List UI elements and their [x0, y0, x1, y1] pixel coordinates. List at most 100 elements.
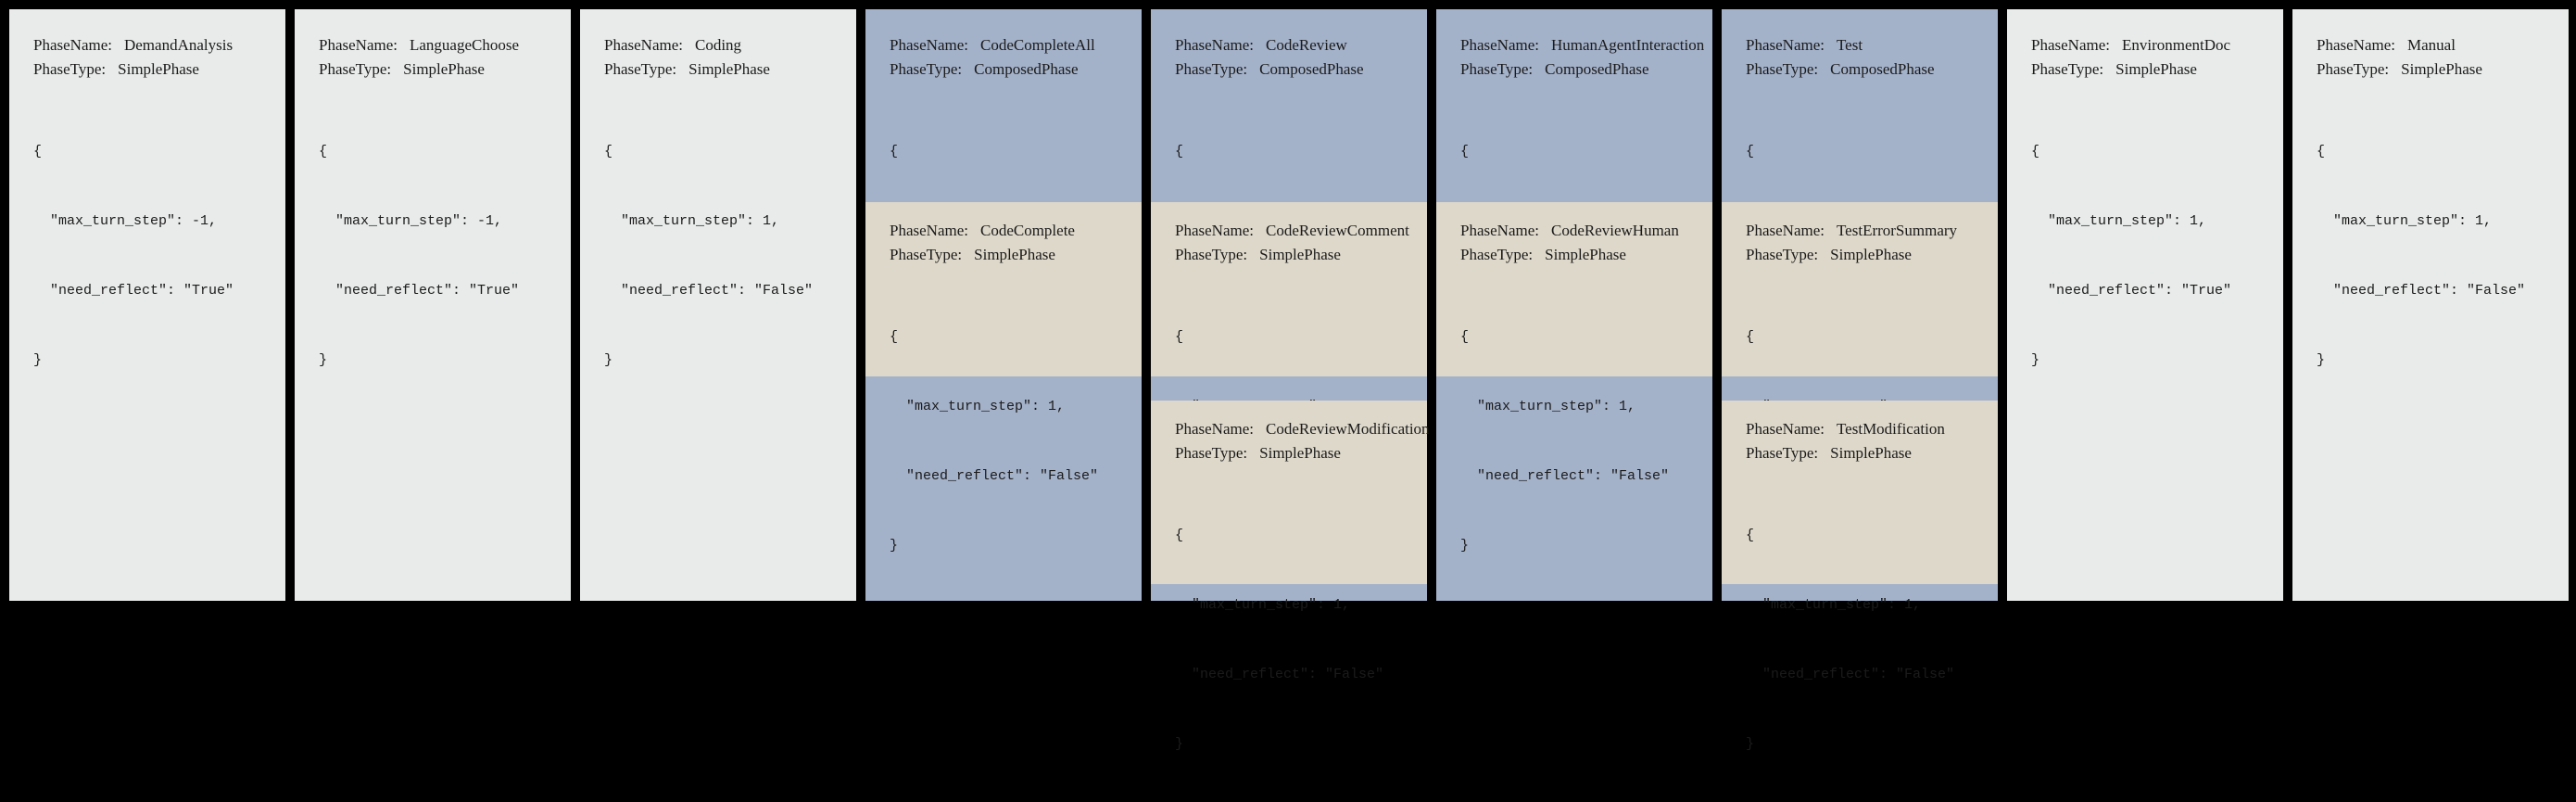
phase-type-value: SimplePhase — [118, 60, 199, 78]
config-line: { — [604, 144, 613, 159]
config-line: { — [890, 144, 899, 159]
phase-type-label: PhaseType: — [1175, 444, 1248, 462]
config-line: "max_turn_step": -1, — [33, 213, 218, 229]
config-line: "need_reflect": "True" — [319, 283, 520, 299]
phase-name-line: PhaseName:CodeReviewComment — [1175, 219, 1418, 243]
config-line: { — [319, 144, 328, 159]
config-line: } — [1175, 736, 1184, 752]
phase-type-label: PhaseType: — [2031, 60, 2104, 78]
phase-type-line: PhaseType: SimplePhase — [33, 57, 276, 82]
config-line: { — [1175, 329, 1184, 345]
phase-content: PhaseName:LanguageChoose PhaseType:Simpl… — [295, 9, 571, 418]
config-line: "need_reflect": "True" — [2031, 283, 2232, 299]
nested-phase-card-code-review-modification: PhaseName:CodeReviewModification PhaseTy… — [1151, 401, 1430, 752]
phase-type-label: PhaseType: — [1746, 60, 1819, 78]
phase-name-label: PhaseName: — [604, 36, 683, 54]
composed-phase-filler — [865, 376, 1142, 601]
phase-name-line: PhaseName:CodeReviewModification — [1175, 417, 1430, 441]
config-line: "max_turn_step": 1, — [1746, 597, 1922, 613]
phase-type-label: PhaseType: — [1746, 444, 1819, 462]
phase-config-json: { "max_turn_step": 1, "need_reflect": "F… — [890, 279, 1132, 604]
phase-name-value: Test — [1836, 36, 1863, 54]
phase-card-manual: PhaseName:Manual PhaseType:SimplePhase {… — [2292, 9, 2569, 601]
config-line: { — [1746, 528, 1755, 543]
phase-type-line: PhaseType: ComposedPhase — [1460, 57, 1703, 82]
phase-type-label: PhaseType: — [890, 60, 963, 78]
phase-type-line: PhaseType:ComposedPhase — [1746, 57, 1989, 82]
phase-config-json: { "max_turn_step": -1, "need_reflect": "… — [319, 94, 562, 418]
config-line: { — [1460, 329, 1470, 345]
composed-phase-header: PhaseName:CodeReview PhaseType:ComposedP… — [1151, 9, 1427, 299]
phase-type-line: PhaseType: ComposedPhase — [890, 57, 1132, 82]
phase-name-label: PhaseName: — [2031, 36, 2110, 54]
phase-type-line: PhaseType:SimplePhase — [319, 57, 562, 82]
config-line: "need_reflect": "True" — [33, 283, 234, 299]
phase-name-value: CodeReviewHuman — [1550, 222, 1679, 239]
phase-name-value: CodeCompleteAll — [979, 36, 1095, 54]
config-line: "max_turn_step": 1, — [2031, 213, 2207, 229]
phase-type-label: PhaseType: — [1175, 246, 1248, 263]
phase-name-line: PhaseName:CodeComplete — [890, 219, 1132, 243]
phase-name-value: TestErrorSummary — [1836, 222, 1958, 239]
nested-phase-card-code-review-comment: PhaseName:CodeReviewComment PhaseType:Si… — [1151, 202, 1427, 554]
phase-name-line: PhaseName: Manual — [2317, 33, 2559, 57]
phase-type-value: SimplePhase — [688, 60, 770, 78]
phase-type-value: ComposedPhase — [1545, 60, 1649, 78]
phase-name-label: PhaseName: — [2317, 36, 2395, 54]
config-line: "max_turn_step": 1, — [1460, 399, 1636, 414]
phase-content: PhaseName:CodeComplete PhaseType:SimpleP… — [865, 202, 1142, 604]
phase-name-value: Manual — [2406, 36, 2456, 54]
config-line: "need_reflect": "False" — [2317, 283, 2526, 299]
phase-type-label: PhaseType: — [890, 246, 963, 263]
phase-type-label: PhaseType: — [1460, 246, 1534, 263]
nested-phase-card-code-review-human: PhaseName:CodeReviewHuman PhaseType: Simp… — [1436, 202, 1712, 554]
phase-type-line: PhaseType:SimplePhase — [2031, 57, 2274, 82]
nested-phase-card-test-error-summary: PhaseName: TestErrorSummary PhaseType: Sim… — [1722, 202, 1998, 554]
config-line: "need_reflect": "False" — [1746, 667, 1955, 682]
composed-phase-gap — [1722, 376, 1998, 401]
config-line: "need_reflect": "False" — [1175, 667, 1384, 682]
phase-name-label: PhaseName: — [1746, 36, 1825, 54]
config-line: } — [890, 538, 899, 554]
phase-type-value: SimplePhase — [1830, 444, 1912, 462]
phase-name-label: PhaseName: — [1175, 222, 1254, 239]
phase-content: PhaseName:TestModification PhaseType:Sim… — [1722, 401, 1998, 802]
phase-config-json: { "max_turn_step": -1, "need_reflect": "… — [33, 94, 276, 418]
phase-name-value: DemandAnalysis — [123, 36, 234, 54]
phase-type-label: PhaseType: — [33, 60, 107, 78]
phase-content: PhaseName:EnvironmentDoc PhaseType:Simpl… — [2007, 9, 2283, 418]
phase-name-line: PhaseName:CodeReviewHuman — [1460, 219, 1703, 243]
phase-card-test: PhaseName: Test PhaseType:ComposedPhase {… — [1722, 9, 1998, 752]
phase-name-label: PhaseName: — [1746, 420, 1825, 438]
phase-content: PhaseName:CodeReviewModification PhaseTy… — [1151, 401, 1430, 802]
phase-type-value: ComposedPhase — [974, 60, 1079, 78]
config-line: "need_reflect": "False" — [890, 468, 1099, 484]
phase-type-label: PhaseType: — [1175, 60, 1248, 78]
phase-type-value: SimplePhase — [1545, 246, 1626, 263]
config-line: "need_reflect": "False" — [1460, 468, 1670, 484]
phase-type-line: PhaseType: SimplePhase — [1460, 243, 1703, 267]
phase-type-line: PhaseType:SimplePhase — [1175, 243, 1418, 267]
phase-type-value: SimplePhase — [1259, 444, 1341, 462]
phase-content: PhaseName:CodeReviewHuman PhaseType: Simp… — [1436, 202, 1712, 604]
phase-config-json: { "max_turn_step": 1, "need_reflect": "T… — [2031, 94, 2274, 418]
phase-type-value: SimplePhase — [403, 60, 485, 78]
phase-name-value: CodeComplete — [979, 222, 1075, 239]
composed-phase-gap — [1151, 376, 1427, 401]
config-line: } — [33, 352, 43, 368]
nested-phase-card-test-modification: PhaseName:TestModification PhaseType:Sim… — [1722, 401, 1998, 752]
phase-card-human-agent-interaction: PhaseName:HumanAgentInteraction PhaseTyp… — [1436, 9, 1712, 601]
composed-phase-filler — [1722, 584, 1998, 601]
phase-config-json: { "max_turn_step": 1, "need_reflect": "F… — [1746, 477, 1989, 802]
config-line: { — [2031, 144, 2040, 159]
config-line: } — [2031, 352, 2040, 368]
config-line: { — [1746, 329, 1755, 345]
phase-name-label: PhaseName: — [33, 36, 112, 54]
phase-name-line: PhaseName: Test — [1746, 33, 1989, 57]
config-line: { — [1460, 144, 1470, 159]
composed-phase-filler — [1151, 584, 1427, 601]
phase-type-label: PhaseType: — [1460, 60, 1534, 78]
phase-name-label: PhaseName: — [1175, 420, 1254, 438]
phase-card-language-choose: PhaseName:LanguageChoose PhaseType:Simpl… — [295, 9, 571, 601]
config-line: } — [604, 352, 613, 368]
